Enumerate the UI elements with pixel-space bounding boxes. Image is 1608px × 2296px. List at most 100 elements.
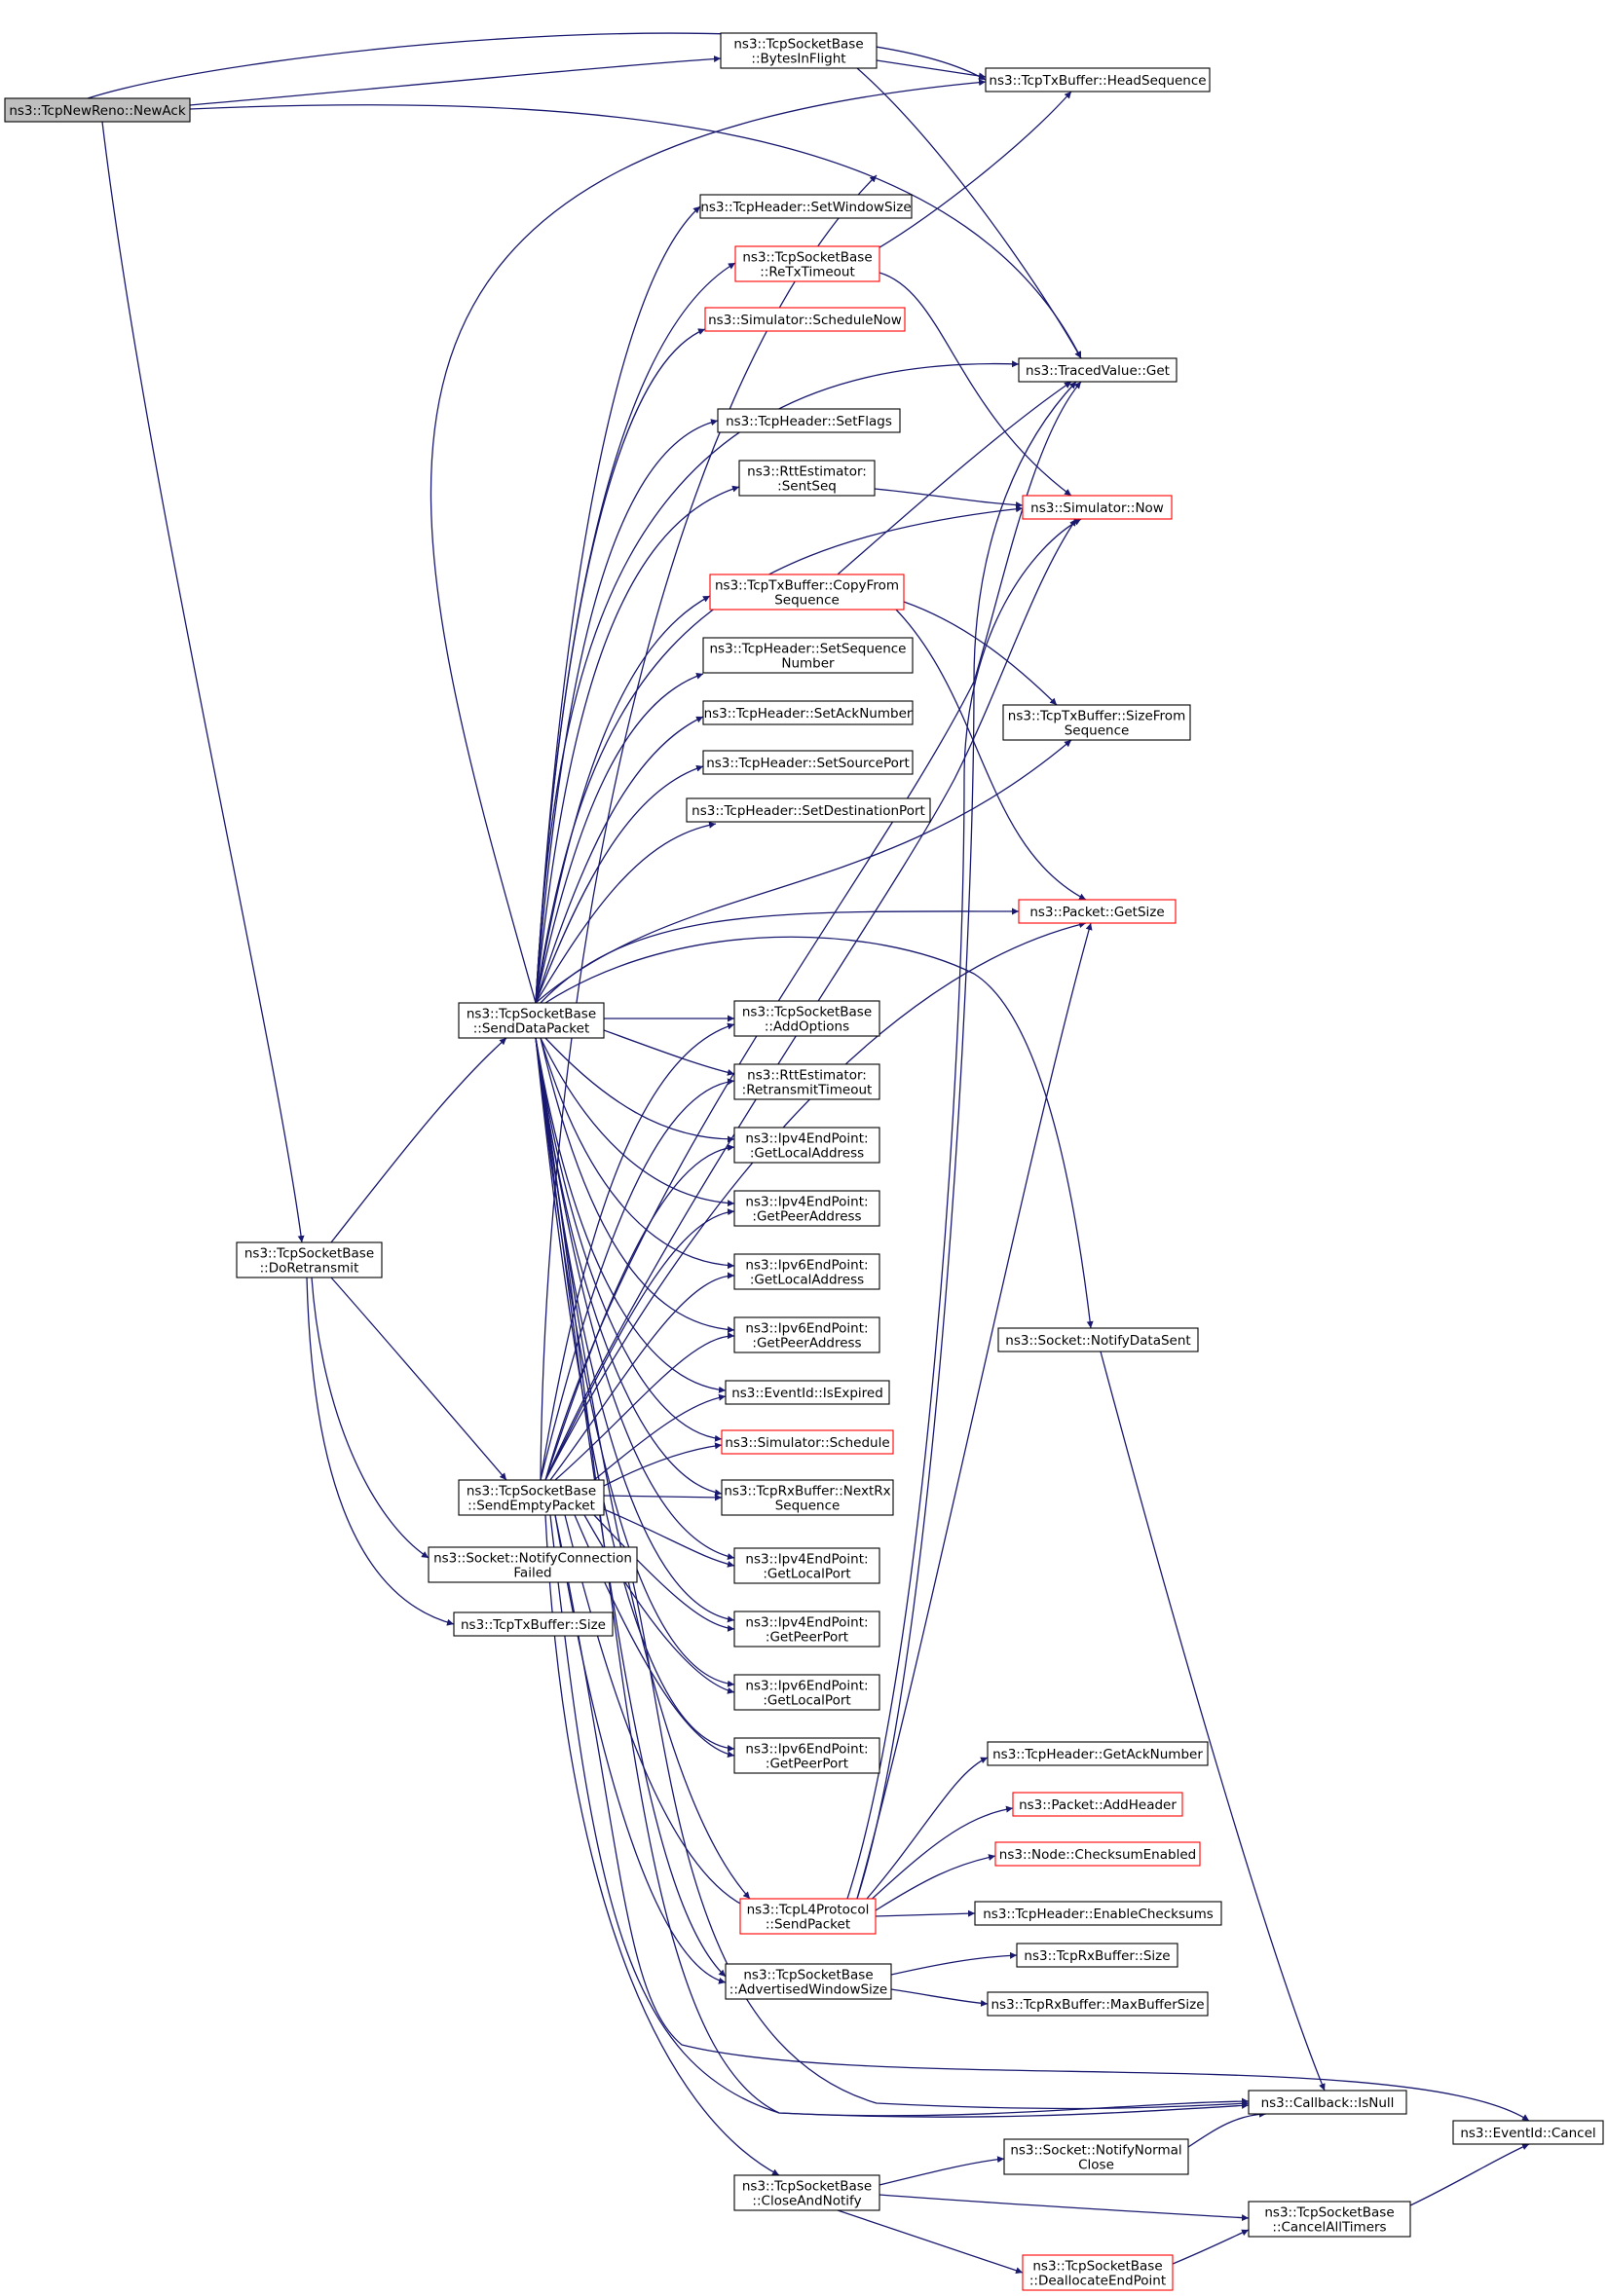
node-box <box>987 1991 1209 2017</box>
node-label: ns3::TcpTxBuffer::SizeFrom <box>1008 709 1185 724</box>
node-label: ::CancelAllTimers <box>1272 2220 1386 2236</box>
edge-newack-to-bif <box>189 56 722 106</box>
node-advwin[interactable]: ns3::TcpSocketBase::AdvertisedWindowSize <box>725 1963 892 2000</box>
node-ip6local[interactable]: ns3::Ipv6EndPoint::GetLocalAddress <box>733 1253 880 1290</box>
node-doretx[interactable]: ns3::TcpSocketBase::DoRetransmit <box>236 1241 383 1278</box>
node-getacknum[interactable]: ns3::TcpHeader::GetAckNumber <box>987 1741 1209 1766</box>
node-addopts[interactable]: ns3::TcpSocketBase::AddOptions <box>733 1000 880 1037</box>
edge-sendempty-to-ip6local <box>549 1272 735 1481</box>
edge-cancelall-to-evcancel <box>1409 2143 1530 2206</box>
node-pktgetsize[interactable]: ns3::Packet::GetSize <box>1018 899 1177 924</box>
node-ip4peer[interactable]: ns3::Ipv4EndPoint::GetPeerAddress <box>733 1190 880 1227</box>
node-label: ns3::TcpL4Protocol <box>747 1903 870 1918</box>
node-newack[interactable]: ns3::TcpNewReno::NewAck <box>4 97 191 123</box>
edge-senddata-to-ip6peer <box>540 1037 735 1334</box>
edge-senddata-to-sentseq <box>535 485 740 1004</box>
node-checksum[interactable]: ns3::Node::ChecksumEnabled <box>994 1841 1201 1867</box>
node-maxbuf[interactable]: ns3::TcpRxBuffer::MaxBufferSize <box>987 1991 1209 2017</box>
node-label: :GetPeerAddress <box>752 1209 861 1225</box>
node-label: ns3::TcpSocketBase <box>742 1005 872 1020</box>
node-closenotify[interactable]: ns3::TcpSocketBase::CloseAndNotify <box>733 2174 880 2211</box>
node-label: ns3::TcpSocketBase <box>467 1007 596 1022</box>
node-label: ns3::TcpHeader::EnableChecksums <box>983 1907 1214 1922</box>
node-ip6lport[interactable]: ns3::Ipv6EndPoint::GetLocalPort <box>733 1674 880 1711</box>
node-setacknum[interactable]: ns3::TcpHeader::SetAckNumber <box>702 700 914 725</box>
node-retx[interactable]: ns3::TcpSocketBase::ReTxTimeout <box>734 245 880 282</box>
edge-senddata-to-retx <box>535 262 736 1004</box>
node-label: ns3::TcpRxBuffer::Size <box>1024 1948 1170 1964</box>
edge-senddata-to-advwin <box>535 1037 727 1978</box>
node-txsize[interactable]: ns3::TcpTxBuffer::Size <box>453 1611 614 1637</box>
node-evcancel[interactable]: ns3::EventId::Cancel <box>1452 2120 1604 2145</box>
edge-senddata-to-headseq <box>430 79 987 1004</box>
node-box <box>453 1611 614 1637</box>
node-isexpired[interactable]: ns3::EventId::IsExpired <box>725 1380 890 1405</box>
node-schedule[interactable]: ns3::Simulator::Schedule <box>721 1429 894 1455</box>
node-box <box>738 460 876 497</box>
edge-senddata-to-simnow <box>535 505 1024 1004</box>
node-ip6peer[interactable]: ns3::Ipv6EndPoint::GetPeerAddress <box>733 1316 880 1353</box>
node-label: ::SendEmptyPacket <box>467 1499 595 1514</box>
node-box <box>721 1479 894 1516</box>
node-schednow[interactable]: ns3::Simulator::ScheduleNow <box>704 307 906 332</box>
node-label: :GetLocalPort <box>763 1567 850 1582</box>
node-label: :GetPeerAddress <box>752 1336 861 1352</box>
edge-senddata-to-isnull <box>535 1037 1250 2117</box>
edge-senddata-to-ip4peer <box>540 1037 735 1207</box>
node-enablecs[interactable]: ns3::TcpHeader::EnableChecksums <box>974 1901 1222 1926</box>
node-label: ns3::TracedValue::Get <box>1026 363 1170 379</box>
node-cancelall[interactable]: ns3::TcpSocketBase::CancelAllTimers <box>1248 2201 1411 2238</box>
node-label: Sequence <box>775 1499 841 1514</box>
edge-senddata-to-setwin <box>535 205 701 1004</box>
node-box <box>997 1327 1199 1352</box>
edge-senddata-to-setseqnum <box>535 672 704 1004</box>
node-label: ns3::Socket::NotifyConnection <box>433 1551 632 1567</box>
node-rtxto[interactable]: ns3::RttEstimator::RetransmitTimeout <box>733 1063 880 1100</box>
edge-bif-to-tvget <box>856 67 1082 359</box>
node-simnow[interactable]: ns3::Simulator::Now <box>1022 495 1173 520</box>
node-label: ns3::TcpTxBuffer::CopyFrom <box>715 578 899 594</box>
node-bif[interactable]: ns3::TcpSocketBase::BytesInFlight <box>720 32 878 69</box>
node-ip6pport[interactable]: ns3::Ipv6EndPoint::GetPeerPort <box>733 1737 880 1774</box>
edge-retx-to-simnow <box>879 272 1072 497</box>
edge-sendempty-to-isexpired <box>593 1393 727 1481</box>
node-box <box>1022 2254 1174 2291</box>
node-box <box>702 637 914 674</box>
node-dealloc[interactable]: ns3::TcpSocketBase::DeallocateEndPoint <box>1022 2254 1174 2291</box>
node-box <box>1452 2120 1604 2145</box>
node-addheader[interactable]: ns3::Packet::AddHeader <box>1012 1792 1183 1817</box>
edge-l4send-to-tvget <box>856 381 1077 1900</box>
node-box <box>994 1841 1201 1867</box>
node-notifysent[interactable]: ns3::Socket::NotifyDataSent <box>997 1327 1199 1352</box>
node-box <box>1248 2090 1407 2115</box>
node-setflags[interactable]: ns3::TcpHeader::SetFlags <box>717 408 901 433</box>
node-ip4local[interactable]: ns3::Ipv4EndPoint::GetLocalAddress <box>733 1127 880 1164</box>
node-sentseq[interactable]: ns3::RttEstimator::SentSeq <box>738 460 876 497</box>
node-setdstport[interactable]: ns3::TcpHeader::SetDestinationPort <box>686 797 931 823</box>
node-l4send[interactable]: ns3::TcpL4Protocol::SendPacket <box>739 1898 877 1935</box>
edge-sendempty-to-isnull <box>549 1514 1250 2118</box>
node-rxsize[interactable]: ns3::TcpRxBuffer::Size <box>1016 1943 1178 1968</box>
edge-notifyfail-to-isnull <box>632 1581 1250 2110</box>
node-ip4pport[interactable]: ns3::Ipv4EndPoint::GetPeerPort <box>733 1611 880 1648</box>
node-setsrcport[interactable]: ns3::TcpHeader::SetSourcePort <box>702 750 914 775</box>
node-setwin[interactable]: ns3::TcpHeader::SetWindowSize <box>699 194 913 219</box>
node-isnull[interactable]: ns3::Callback::IsNull <box>1248 2090 1407 2115</box>
edge-l4send-to-addheader <box>866 1805 1014 1905</box>
node-label: :GetLocalPort <box>763 1693 850 1709</box>
node-tvget[interactable]: ns3::TracedValue::Get <box>1018 357 1178 383</box>
node-ip4lport[interactable]: ns3::Ipv4EndPoint::GetLocalPort <box>733 1547 880 1584</box>
node-headseq[interactable]: ns3::TcpTxBuffer::HeadSequence <box>985 67 1211 93</box>
edge-advwin-to-maxbuf <box>890 1988 989 2007</box>
node-sendempty[interactable]: ns3::TcpSocketBase::SendEmptyPacket <box>458 1479 605 1516</box>
edge-copyfrom-to-pktgetsize <box>895 609 1087 901</box>
node-box <box>733 1127 880 1164</box>
node-senddata[interactable]: ns3::TcpSocketBase::SendDataPacket <box>458 1002 605 1039</box>
